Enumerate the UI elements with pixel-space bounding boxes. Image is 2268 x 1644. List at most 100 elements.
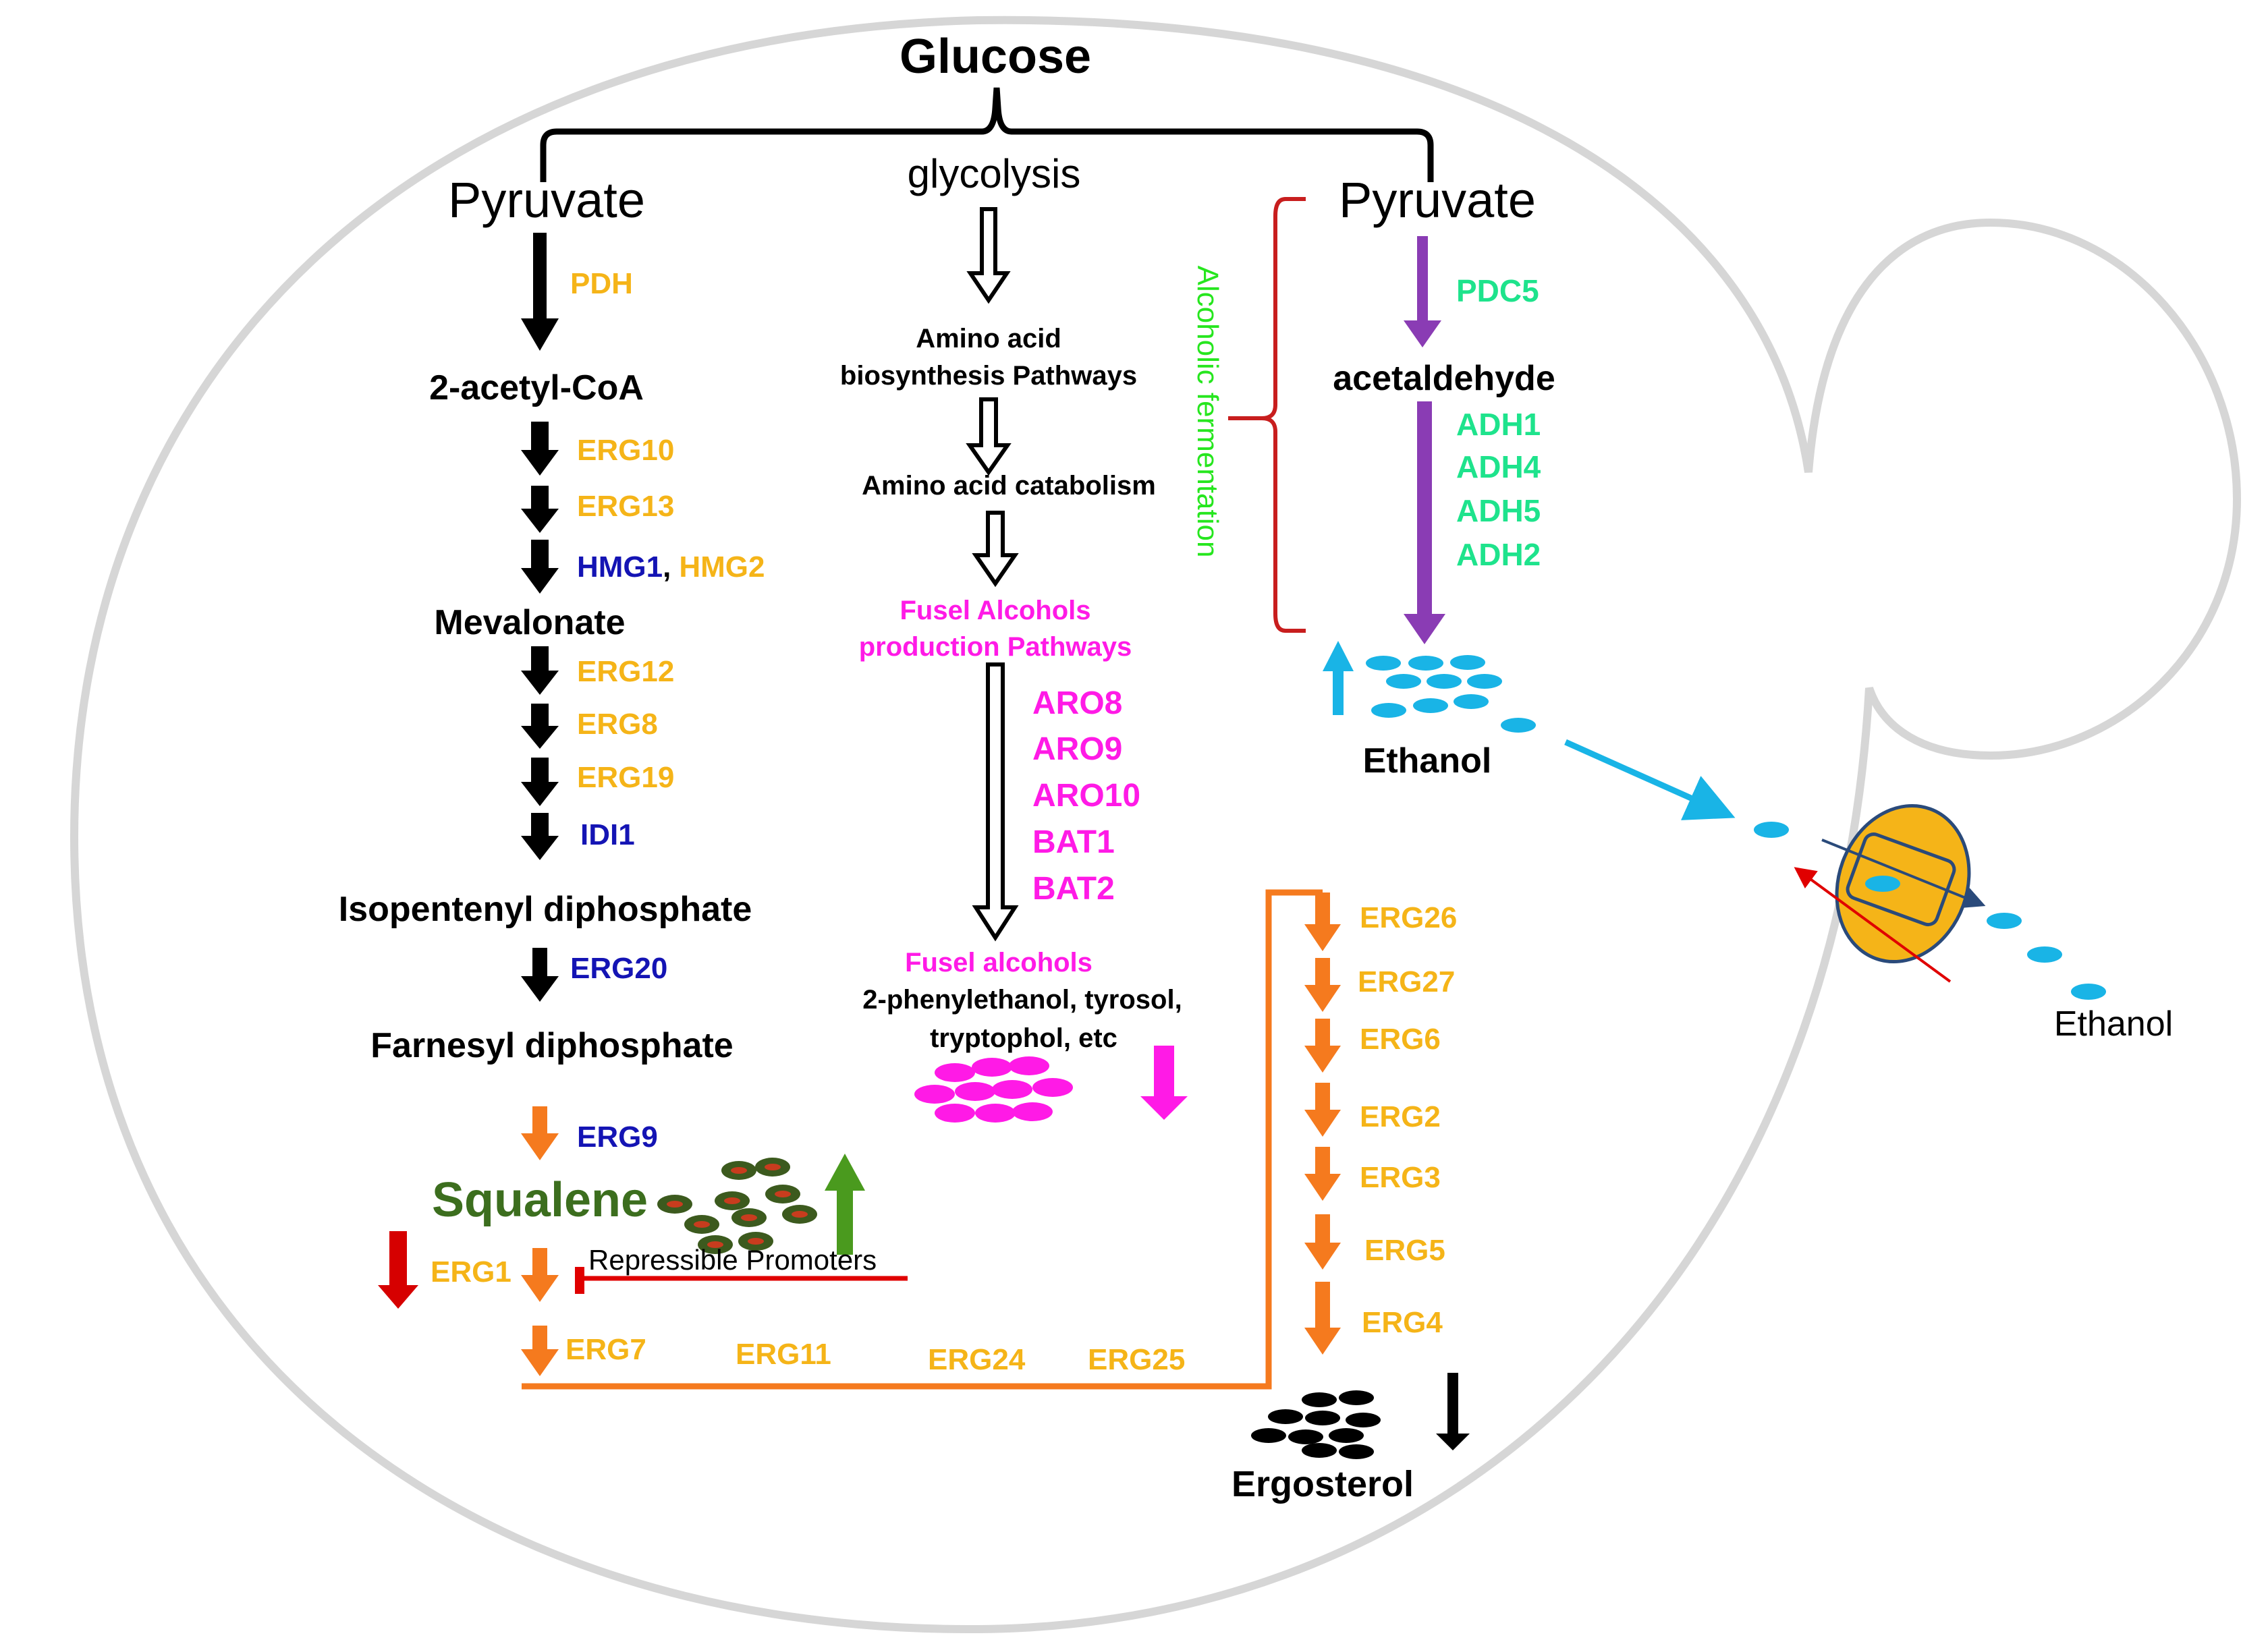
ethanol-dot bbox=[1454, 694, 1489, 709]
squalene-dot bbox=[782, 1205, 817, 1224]
ergosterol-pathway-line bbox=[522, 889, 1323, 1390]
ergosterol-dot bbox=[1268, 1409, 1303, 1424]
squalene-dot bbox=[738, 1232, 773, 1251]
arrow-erg1 bbox=[521, 1248, 559, 1302]
ethanol-export-arrow bbox=[1564, 739, 1736, 820]
gene-erg26: ERG26 bbox=[1360, 901, 1457, 934]
arrow-ergosterol-step bbox=[1304, 958, 1341, 1012]
repressible-promoter-inhibition bbox=[575, 1267, 908, 1294]
gene-erg19: ERG19 bbox=[577, 761, 674, 794]
fusel-dot bbox=[1032, 1078, 1073, 1097]
gene-erg1: ERG1 bbox=[431, 1255, 511, 1288]
adh-arrow bbox=[1404, 401, 1445, 644]
fusel-dot bbox=[914, 1085, 955, 1104]
node-amino-catabolism: Amino acid catabolism bbox=[862, 471, 1156, 501]
node-fusel-pathways-2: production Pathways bbox=[859, 632, 1132, 662]
gene-erg13: ERG13 bbox=[577, 490, 674, 523]
fusel-products-1: 2-phenylethanol, tyrosol, bbox=[862, 985, 1182, 1015]
ethanol-dot bbox=[1386, 674, 1421, 689]
arrow-ergosterol-step bbox=[1304, 1019, 1341, 1073]
arrow-ergosterol-step bbox=[1304, 1147, 1341, 1201]
gene-aro9: ARO9 bbox=[1032, 731, 1122, 767]
transporter-channel bbox=[1846, 832, 1956, 927]
gene-erg8: ERG8 bbox=[577, 708, 658, 741]
label-repressible-promoters: Repressible Promoters bbox=[588, 1244, 877, 1276]
gene-pdh: PDH bbox=[570, 267, 633, 300]
fusel-down-arrow bbox=[1140, 1046, 1188, 1120]
ethanol-dot bbox=[1450, 655, 1485, 670]
fusel-dot bbox=[1012, 1102, 1053, 1121]
gene-adh2: ADH2 bbox=[1456, 537, 1541, 572]
transport-arrow-in bbox=[1794, 867, 1952, 983]
node-mevalonate: Mevalonate bbox=[434, 603, 625, 642]
node-fusel-pathways-1: Fusel Alcohols bbox=[900, 596, 1090, 625]
fusel-dot bbox=[975, 1104, 1016, 1123]
ethanol-dot bbox=[1501, 718, 1536, 733]
gene-erg11: ERG11 bbox=[736, 1338, 831, 1371]
fusel-dot bbox=[1009, 1056, 1049, 1075]
gene-erg5: ERG5 bbox=[1364, 1234, 1445, 1267]
gene-adh4: ADH4 bbox=[1456, 449, 1541, 484]
ergosterol-molecules bbox=[1251, 1390, 1381, 1459]
ergosterol-dot bbox=[1305, 1411, 1340, 1425]
ethanol-dot bbox=[1987, 913, 2022, 929]
gene-hmg2: HMG2 bbox=[679, 550, 765, 584]
arrow-amino-catabolism bbox=[972, 511, 1019, 588]
node-ergosterol: Ergosterol bbox=[1232, 1464, 1414, 1504]
arrow-erg9 bbox=[521, 1106, 559, 1160]
fermentation-bracket bbox=[1228, 197, 1306, 633]
arrow-ergosterol-step bbox=[1304, 1214, 1341, 1270]
gene-erg3: ERG3 bbox=[1360, 1161, 1441, 1194]
ethanol-molecules bbox=[1366, 655, 1536, 733]
ethanol-dot bbox=[2027, 946, 2062, 963]
ethanol-dot bbox=[1427, 674, 1462, 689]
gene-erg24: ERG24 bbox=[928, 1343, 1026, 1376]
gene-aro8: ARO8 bbox=[1032, 685, 1122, 721]
gene-erg20: ERG20 bbox=[570, 952, 667, 985]
gene-erg25: ERG25 bbox=[1088, 1343, 1185, 1376]
fusel-alcohol-molecules bbox=[914, 1056, 1073, 1123]
squalene-dot bbox=[698, 1235, 733, 1254]
arrow-erg20 bbox=[521, 948, 559, 1002]
squalene-dot bbox=[731, 1208, 767, 1227]
arrow-erg13 bbox=[521, 486, 559, 533]
arrow-glycolysis bbox=[966, 207, 1011, 304]
gene-erg27: ERG27 bbox=[1358, 965, 1455, 998]
fusel-dot bbox=[955, 1082, 995, 1101]
arrow-erg10 bbox=[521, 422, 559, 476]
yeast-cell-outline bbox=[70, 16, 2242, 1634]
ergosterol-dot bbox=[1339, 1390, 1374, 1405]
node-acetyl-coa: 2-acetyl-CoA bbox=[429, 368, 644, 407]
ergosterol-dot bbox=[1302, 1443, 1337, 1458]
gene-erg12: ERG12 bbox=[577, 655, 674, 688]
gene-hmg1: HMG1 bbox=[577, 550, 663, 584]
label-glycolysis: glycolysis bbox=[908, 151, 1081, 196]
gene-hmg-line: HMG1,HMG2 bbox=[577, 550, 765, 584]
arrow-erg19 bbox=[521, 758, 559, 806]
ergosterol-dot bbox=[1339, 1444, 1374, 1459]
label-alcoholic-fermentation: Alcoholic fermentation bbox=[1191, 266, 1224, 558]
squalene-dot bbox=[715, 1191, 750, 1210]
pyruvate-right: Pyruvate bbox=[1339, 172, 1536, 228]
node-isopentenyl: Isopentenyl diphosphate bbox=[339, 890, 752, 929]
gene-adh1: ADH1 bbox=[1456, 407, 1541, 442]
node-squalene: Squalene bbox=[432, 1173, 648, 1227]
gene-erg10: ERG10 bbox=[577, 434, 674, 467]
arrow-idi1 bbox=[521, 813, 559, 860]
ethanol-dot bbox=[1467, 674, 1502, 689]
fusel-dot bbox=[935, 1104, 975, 1123]
gene-idi1: IDI1 bbox=[580, 818, 635, 851]
glucose-title: Glucose bbox=[900, 30, 1091, 84]
gene-bat1: BAT1 bbox=[1032, 824, 1115, 860]
ergosterol-dot bbox=[1329, 1428, 1364, 1443]
glucose-bracket bbox=[540, 87, 1434, 182]
gene-erg2: ERG2 bbox=[1360, 1100, 1441, 1133]
node-amino-biosynthesis-1: Amino acid bbox=[916, 324, 1061, 353]
ethanol-molecules-outside bbox=[1754, 822, 2106, 1000]
arrow-fusel-pathway bbox=[972, 662, 1019, 942]
gene-erg9: ERG9 bbox=[577, 1121, 658, 1154]
ergosterol-dot bbox=[1288, 1429, 1323, 1444]
node-farnesyl: Farnesyl diphosphate bbox=[370, 1026, 733, 1065]
squalene-dot bbox=[765, 1185, 800, 1203]
